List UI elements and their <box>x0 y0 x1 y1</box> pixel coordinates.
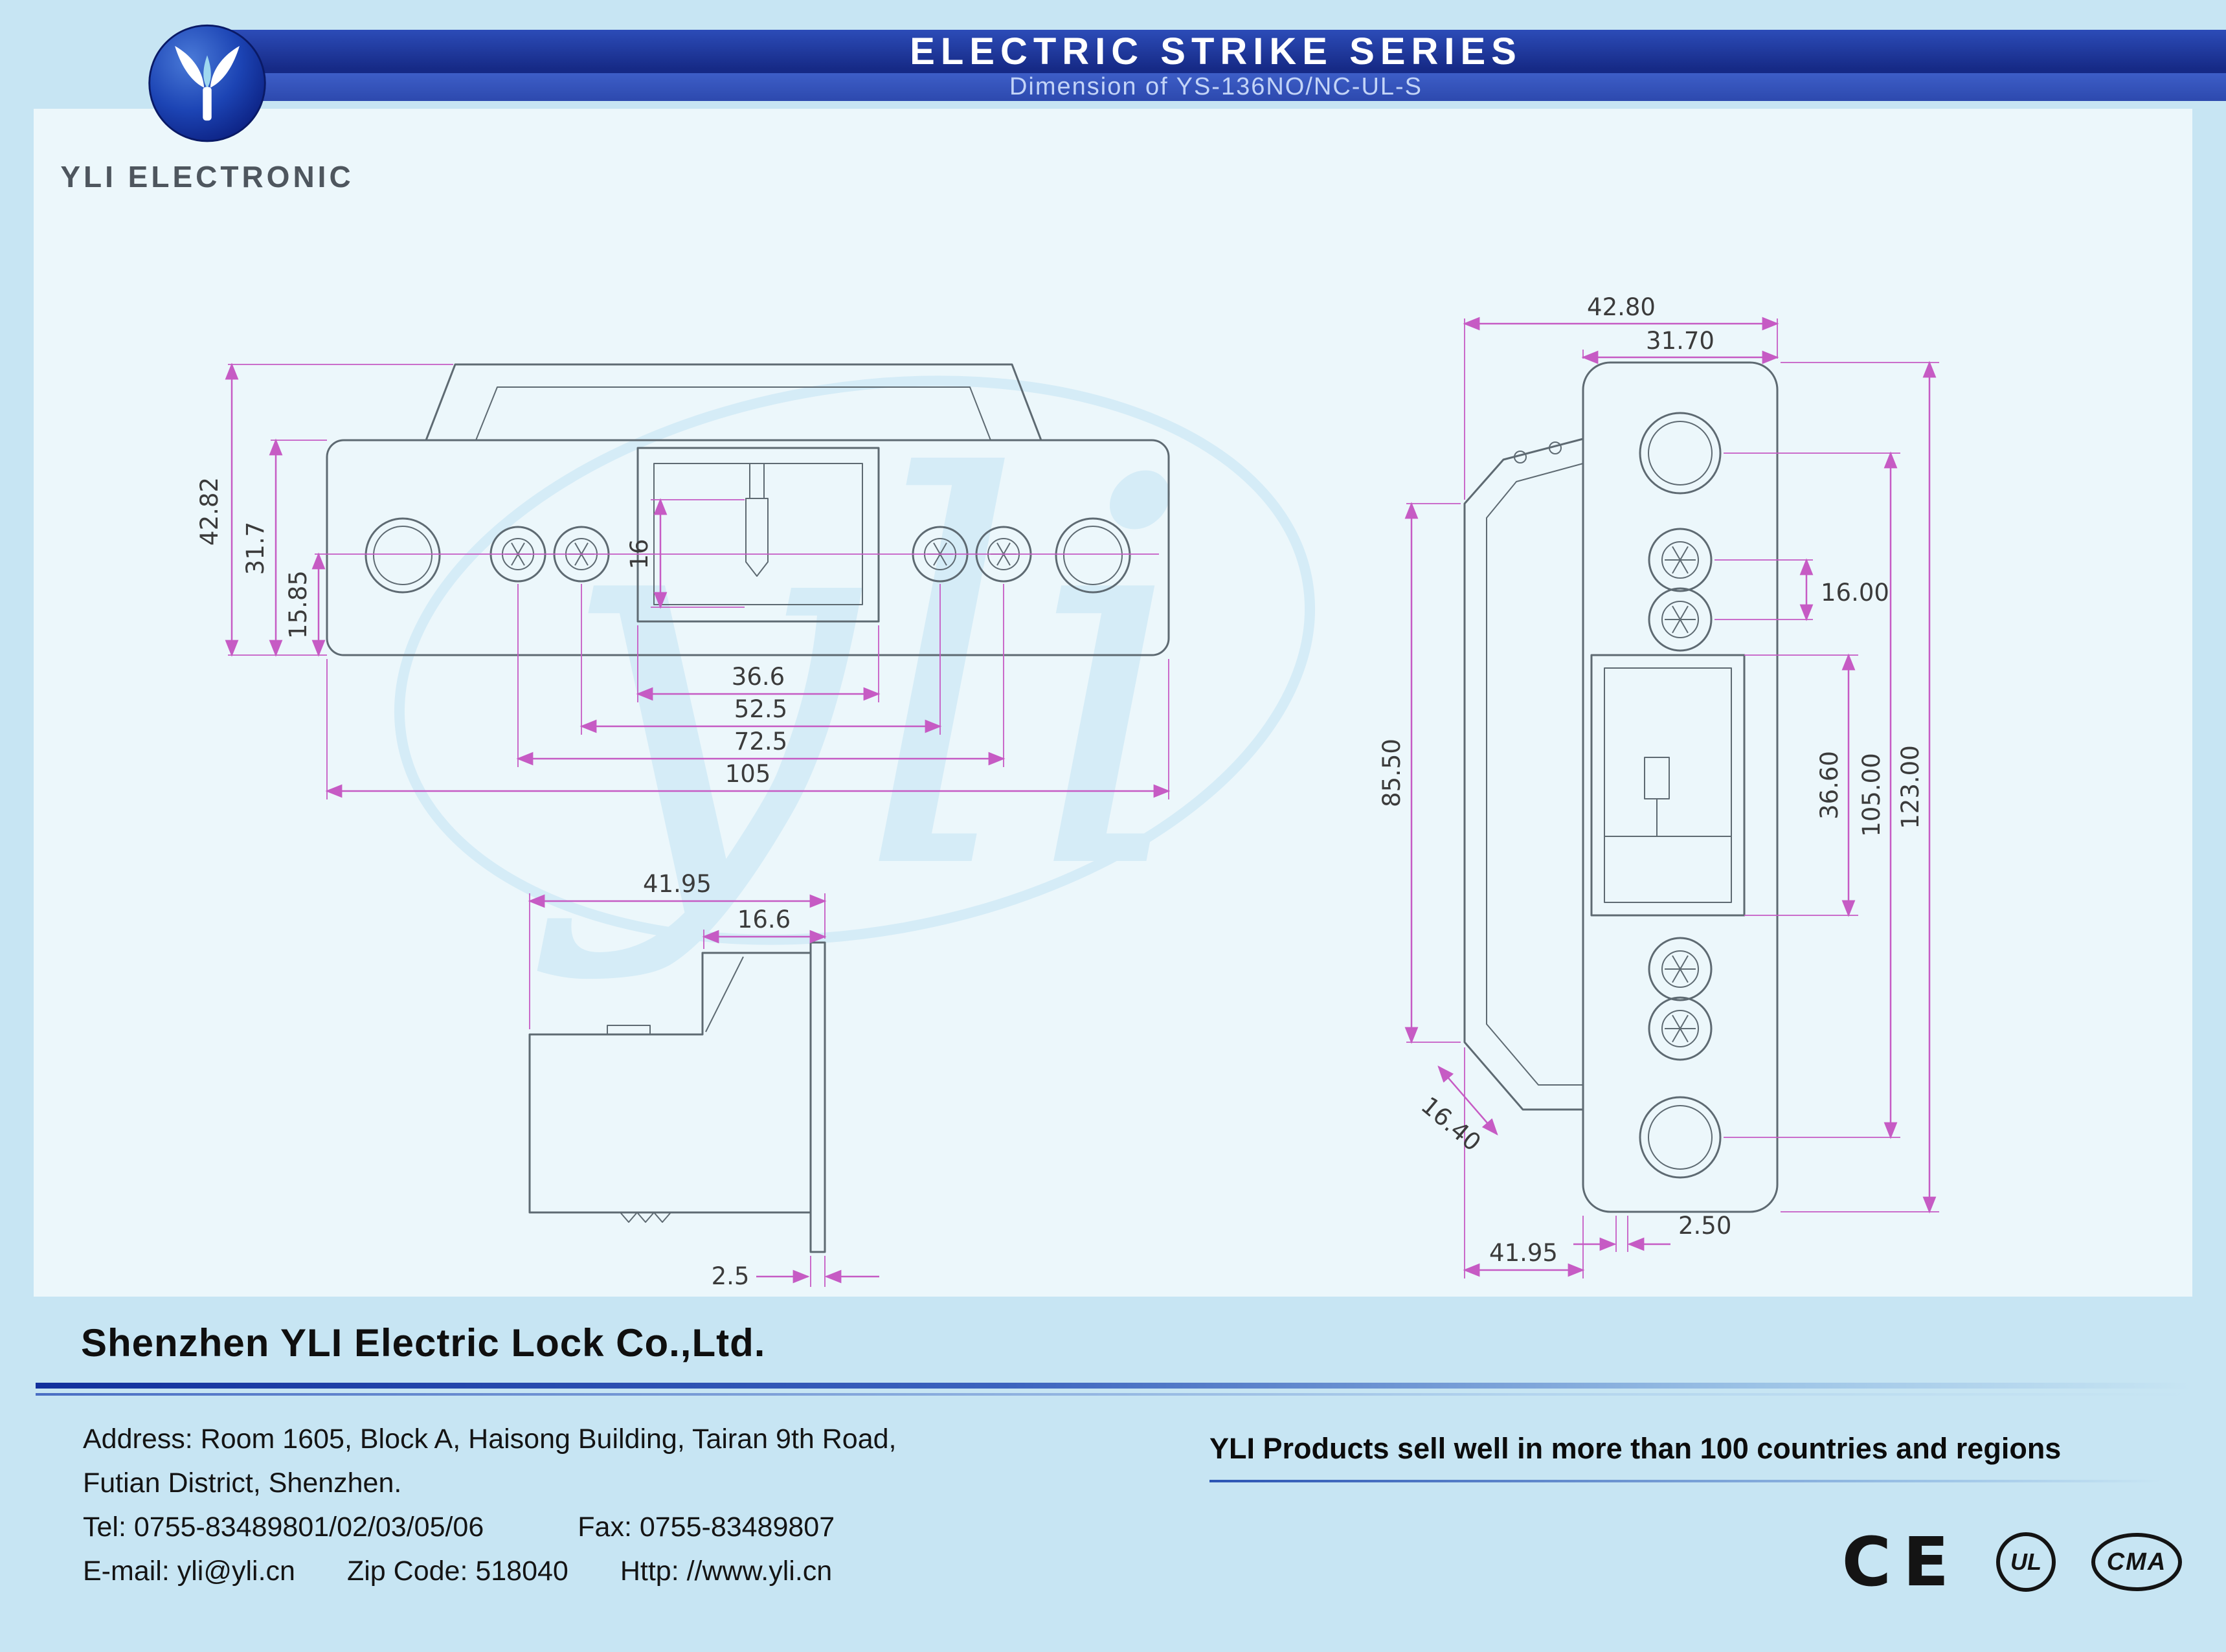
rear-view: 42.80 31.70 16.00 85.50 36.60 105.00 123… <box>1378 293 1939 1278</box>
dimension-label: 41.95 <box>643 870 712 898</box>
email-row: E-mail: yli@yli.cn Zip Code: 518040 Http: … <box>83 1550 897 1594</box>
divider-line-secondary <box>36 1393 2190 1396</box>
dimension-label: 36.60 <box>1816 751 1843 820</box>
dimension-label: 31.70 <box>1646 327 1714 355</box>
fax-text: Fax: 0755-83489807 <box>578 1511 835 1543</box>
phone-row: Tel: 0755-83489801/02/03/05/06 Fax: 0755-… <box>83 1506 897 1550</box>
dimension-label: 2.50 <box>1678 1212 1731 1240</box>
dimension-label: 72.5 <box>734 728 787 755</box>
tel-text: Tel: 0755-83489801/02/03/05/06 <box>83 1511 484 1543</box>
side-view: 41.95 16.6 2.5 <box>528 870 879 1290</box>
drawing-panel <box>34 109 2192 1297</box>
dimension-label: 16 <box>625 539 653 569</box>
dimension-label: 36.6 <box>732 663 785 691</box>
page-subtitle: Dimension of YS-136NO/NC-UL-S <box>1009 73 1423 100</box>
dimension-label: 42.82 <box>196 477 223 546</box>
divider-line-slogan <box>1209 1480 2161 1482</box>
banner-subtitle-band: Dimension of YS-136NO/NC-UL-S <box>206 73 2226 101</box>
dimension-label: 105.00 <box>1858 753 1885 836</box>
ce-mark-icon: CE <box>1841 1523 1961 1602</box>
dimension-label: 2.5 <box>712 1262 750 1290</box>
certification-marks: CE UL CMA <box>1842 1523 2182 1602</box>
watermark: yli <box>394 369 1316 987</box>
ul-mark-icon: UL <box>1996 1532 2056 1592</box>
website-text: Http: //www.yli.cn <box>620 1555 833 1587</box>
yli-logo-icon <box>148 24 266 142</box>
company-name: Shenzhen YLI Electric Lock Co.,Ltd. <box>81 1321 766 1365</box>
zip-text: Zip Code: 518040 <box>346 1555 568 1587</box>
slogan-text: YLI Products sell well in more than 100 … <box>1209 1432 2062 1465</box>
dimension-label: 15.85 <box>284 570 312 639</box>
address-line-2: Futian District, Shenzhen. <box>83 1467 402 1499</box>
dimension-label: 105 <box>725 760 771 788</box>
dimension-label: 123.00 <box>1896 745 1924 829</box>
address-line-1: Address: Room 1605, Block A, Haisong Bui… <box>83 1423 897 1455</box>
front-view: 42.82 31.7 15.85 16 36.6 52.5 72.5 105 <box>196 363 1171 799</box>
company-logo-block: YLI ELECTRONIC <box>39 21 376 194</box>
banner-title-band: ELECTRIC STRIKE SERIES <box>206 30 2226 73</box>
dimension-label: 41.95 <box>1489 1239 1558 1267</box>
page-title: ELECTRIC STRIKE SERIES <box>910 30 1522 73</box>
divider-line-primary <box>36 1383 2190 1389</box>
title-banner: ELECTRIC STRIKE SERIES Dimension of YS-1… <box>206 30 2226 101</box>
dimension-label: 31.7 <box>242 522 269 575</box>
dimension-label: 16.6 <box>737 906 791 933</box>
logo-text: YLI ELECTRONIC <box>60 160 354 194</box>
dimension-label: 16.40 <box>1416 1091 1487 1157</box>
email-text: E-mail: yli@yli.cn <box>83 1555 295 1587</box>
cma-mark-icon: CMA <box>2091 1533 2182 1591</box>
contact-block: Address: Room 1605, Block A, Haisong Bui… <box>83 1418 897 1594</box>
watermark-text: yli <box>532 369 1197 987</box>
dimension-label: 16.00 <box>1821 579 1889 607</box>
dimension-label: 85.50 <box>1378 739 1406 807</box>
dimension-label: 52.5 <box>734 695 787 723</box>
dimension-label: 42.80 <box>1587 293 1656 321</box>
